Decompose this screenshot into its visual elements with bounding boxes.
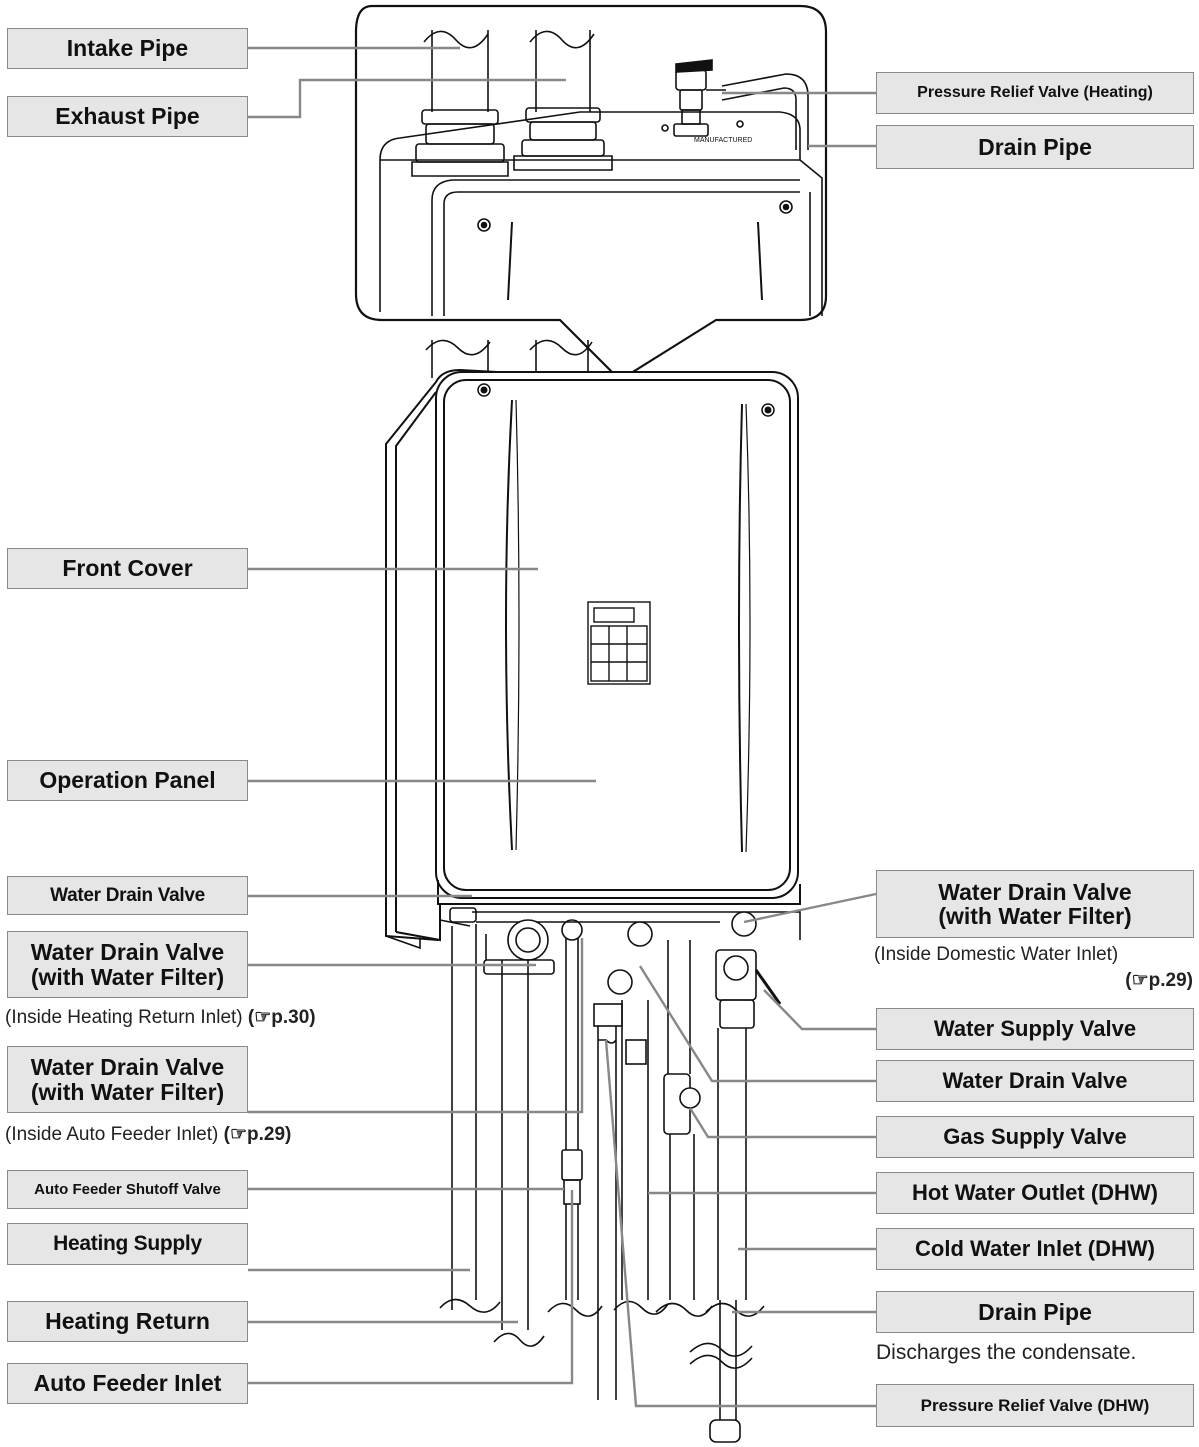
label-heating-return: Heating Return (7, 1301, 248, 1342)
label-line-2: (with Water Filter) (30, 1078, 225, 1105)
label-operation-panel: Operation Panel (7, 760, 248, 801)
label-pressure-relief-valve-heating: Pressure Relief Valve (Heating) (876, 72, 1194, 114)
label-pressure-relief-valve-dhw: Pressure Relief Valve (DHW) (876, 1384, 1194, 1427)
label-drain-pipe-bottom: Drain Pipe (876, 1291, 1194, 1333)
operation-panel-art (587, 601, 651, 685)
label-line-2: (with Water Filter) (938, 903, 1132, 929)
note-text: (Inside Domestic Water Inlet) (874, 944, 1119, 965)
pointing-hand-icon: (☞ (223, 1124, 247, 1145)
label-heating-supply: Heating Supply (7, 1223, 248, 1265)
label-water-drain-valve-right: Water Drain Valve (876, 1060, 1194, 1102)
label-line-1: Water Drain Valve (938, 878, 1132, 905)
note-domestic-ref: (☞p.29) (1125, 969, 1193, 992)
top-detail-art: MANUFACTURED (379, 30, 823, 316)
note-auto-feeder-inlet: (Inside Auto Feeder Inlet) (☞p.29) (5, 1123, 291, 1146)
bottom-plumbing (385, 904, 801, 1443)
label-water-supply-valve: Water Supply Valve (876, 1008, 1194, 1050)
label-auto-feeder-shutoff-valve: Auto Feeder Shutoff Valve (7, 1170, 248, 1209)
label-exhaust-pipe: Exhaust Pipe (7, 96, 248, 137)
svg-text:MANUFACTURED: MANUFACTURED (694, 137, 752, 144)
note-text: (Inside Auto Feeder Inlet) (5, 1124, 219, 1145)
note-condensate: Discharges the condensate. (876, 1341, 1137, 1364)
label-gas-supply-valve: Gas Supply Valve (876, 1116, 1194, 1158)
label-auto-feeder-inlet: Auto Feeder Inlet (7, 1363, 248, 1404)
label-drain-pipe-top: Drain Pipe (876, 125, 1194, 169)
page-ref: p.29) (1148, 970, 1193, 991)
note-text: (Inside Heating Return Inlet) (5, 1007, 243, 1028)
label-line-1: Water Drain Valve (30, 1054, 225, 1081)
label-line-2: (with Water Filter) (30, 963, 225, 990)
note-heating-return-inlet: (Inside Heating Return Inlet) (☞p.30) (5, 1006, 316, 1029)
label-line-1: Water Drain Valve (30, 939, 225, 966)
page-ref: p.29) (247, 1124, 292, 1145)
leader-lines (248, 46, 877, 1408)
label-water-drain-valve-filter-domestic: Water Drain Valve (with Water Filter) (876, 870, 1194, 938)
label-hot-water-outlet: Hot Water Outlet (DHW) (876, 1172, 1194, 1214)
label-water-drain-valve-filter-heating: Water Drain Valve (with Water Filter) (7, 931, 248, 998)
note-domestic-water-inlet: (Inside Domestic Water Inlet) (874, 944, 1118, 966)
pointing-hand-icon: (☞ (1125, 970, 1149, 991)
pipes-above-unit (425, 339, 593, 378)
pointing-hand-icon: (☞ (247, 1007, 272, 1028)
label-cold-water-inlet: Cold Water Inlet (DHW) (876, 1228, 1194, 1270)
top-detail-callout (354, 4, 828, 382)
label-front-cover: Front Cover (7, 548, 248, 589)
label-intake-pipe: Intake Pipe (7, 28, 248, 69)
page-ref: p.30) (271, 1007, 316, 1028)
label-water-drain-valve-left: Water Drain Valve (7, 876, 248, 915)
label-water-drain-valve-filter-auto: Water Drain Valve (with Water Filter) (7, 1046, 248, 1113)
